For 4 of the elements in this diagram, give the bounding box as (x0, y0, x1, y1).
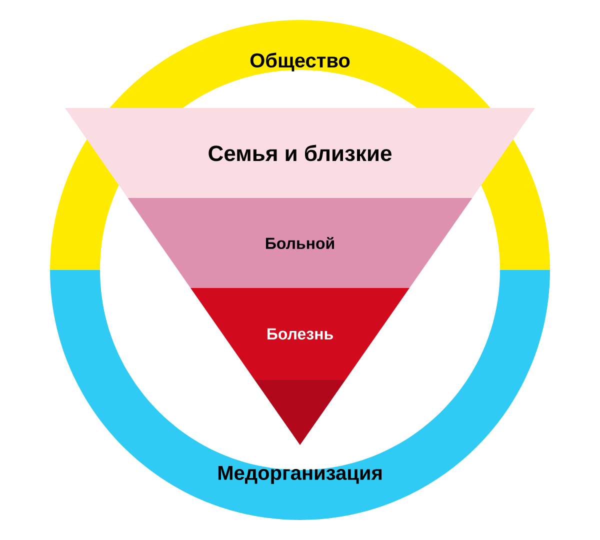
pyramid-tip (254, 380, 346, 445)
pyramid-band: Болезнь (190, 288, 410, 380)
pyramid-band: Семья и близкие (65, 108, 535, 198)
pyramid-band: Больной (128, 198, 472, 288)
